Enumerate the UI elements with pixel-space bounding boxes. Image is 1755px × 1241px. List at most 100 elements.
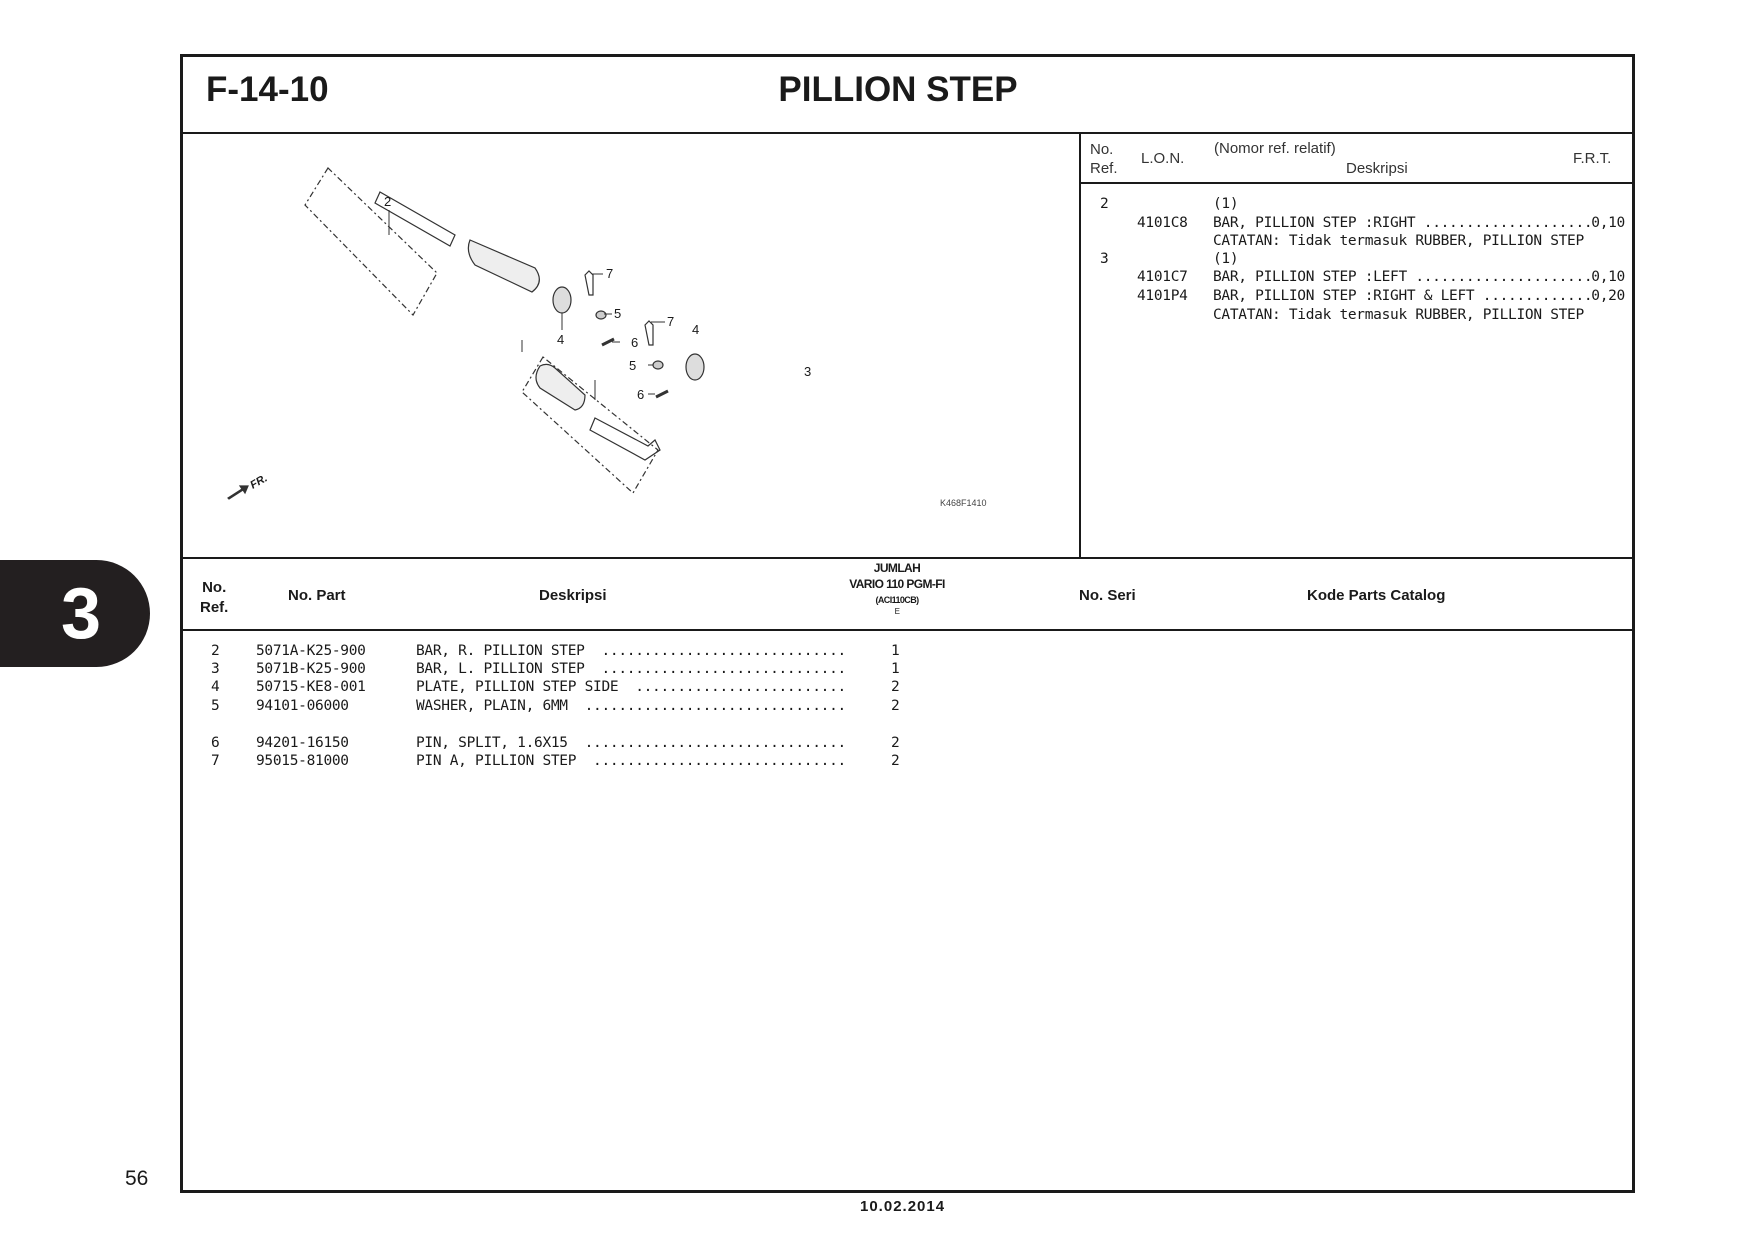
callout: 7	[606, 266, 614, 281]
leader-dots: ........................................…	[601, 643, 846, 659]
frt-header-ref: No.Ref.	[1090, 141, 1118, 177]
frt-lon: 4101C7	[1137, 269, 1188, 285]
parts-row: 6 94201-16150 PIN, SPLIT, 1.6X15 .......…	[200, 735, 1200, 753]
callout: 5	[629, 358, 637, 373]
parts-row: 7 95015-81000 PIN A, PILLION STEP ......…	[200, 753, 1200, 771]
parts-header-catalog: Kode Parts Catalog	[1307, 587, 1446, 604]
part-number: 94201-16150	[256, 735, 349, 751]
frt-header-lon: L.O.N.	[1141, 150, 1185, 167]
frt-desc: CATATAN: Tidak termasuk RUBBER, PILLION …	[1213, 307, 1584, 323]
assembly-outline-left	[521, 356, 659, 494]
leader-dots: ........................................…	[635, 679, 846, 695]
callout: 6	[631, 335, 639, 350]
frt-value: 0,10	[1591, 215, 1625, 231]
part-qty: 1	[891, 643, 900, 659]
callout: 7	[667, 314, 675, 329]
part-ref: 2	[211, 643, 220, 659]
page-number: 56	[125, 1167, 149, 1190]
frt-lon: 4101P4	[1137, 288, 1188, 304]
part-ref: 3	[211, 661, 220, 677]
part-desc: WASHER, PLAIN, 6MM	[416, 698, 568, 714]
part-desc: BAR, R. PILLION STEP	[416, 643, 585, 659]
callout: 3	[804, 364, 812, 379]
parts-header-serial: No. Seri	[1079, 587, 1136, 604]
callout: 2	[384, 194, 392, 209]
split-pin	[655, 389, 669, 399]
callout: 6	[637, 387, 645, 402]
bar-left	[589, 417, 661, 461]
pin-a	[584, 270, 594, 296]
part-number: 95015-81000	[256, 753, 349, 769]
frt-desc: BAR, PILLION STEP :RIGHT & LEFT	[1213, 288, 1475, 304]
frt-ref: 3	[1100, 251, 1109, 267]
frt-row: 4101C7 BAR, PILLION STEP :LEFT .........…	[1100, 269, 1630, 287]
frt-desc: BAR, PILLION STEP :LEFT	[1213, 269, 1407, 285]
leader-dots: ........................................…	[584, 735, 846, 751]
part-qty: 1	[891, 661, 900, 677]
part-desc: BAR, L. PILLION STEP	[416, 661, 585, 677]
part-qty: 2	[891, 753, 900, 769]
washer	[652, 360, 664, 370]
leader-dots: ........................................…	[601, 661, 846, 677]
frt-value: 0,10	[1591, 269, 1625, 285]
washer	[595, 310, 607, 320]
leader-dots: ........................................…	[593, 753, 846, 769]
part-qty: 2	[891, 735, 900, 751]
parts-header-qty: JUMLAH VARIO 110 PGM-FI (ACI110CB) E	[849, 561, 945, 616]
parts-row: 5 94101-06000 WASHER, PLAIN, 6MM .......…	[200, 698, 1200, 716]
parts-header-part: No. Part	[288, 587, 346, 604]
part-ref: 6	[211, 735, 220, 751]
frt-header-desc-note: (Nomor ref. relatif)	[1214, 140, 1336, 157]
part-ref: 4	[211, 679, 220, 695]
frt-ref: 2	[1100, 196, 1109, 212]
section-tab: 3	[0, 560, 150, 667]
frt-row: CATATAN: Tidak termasuk RUBBER, PILLION …	[1100, 307, 1630, 325]
plate-side	[685, 353, 705, 381]
part-qty: 2	[891, 698, 900, 714]
leader-dots: ........................................…	[584, 698, 846, 714]
frt-desc: CATATAN: Tidak termasuk RUBBER, PILLION …	[1213, 233, 1584, 249]
part-ref: 7	[211, 753, 220, 769]
front-arrow-icon	[227, 485, 249, 500]
bar-right	[374, 191, 456, 247]
leader-dots: ........................................…	[1423, 215, 1592, 231]
frt-value: 0,20	[1591, 288, 1625, 304]
frt-header-desc: Deskripsi	[1346, 160, 1408, 177]
divider	[180, 132, 1635, 134]
parts-row: 3 5071B-K25-900 BAR, L. PILLION STEP ...…	[200, 661, 1200, 679]
frt-desc: BAR, PILLION STEP :RIGHT	[1213, 215, 1416, 231]
rubber-right	[467, 239, 540, 293]
catalog-frame	[180, 54, 1635, 1193]
part-ref: 5	[211, 698, 220, 714]
part-number: 5071A-K25-900	[256, 643, 366, 659]
leader-dots: ........................................…	[1415, 269, 1591, 285]
part-number: 5071B-K25-900	[256, 661, 366, 677]
frt-desc: (1)	[1213, 251, 1239, 267]
part-desc: PLATE, PILLION STEP SIDE	[416, 679, 619, 695]
page-title: PILLION STEP	[778, 70, 1018, 109]
callout: 4	[692, 322, 700, 337]
part-desc: PIN, SPLIT, 1.6X15	[416, 735, 568, 751]
split-pin	[601, 337, 615, 347]
plate-side	[552, 286, 572, 314]
part-qty: 2	[891, 679, 900, 695]
diagram-code: K468F1410	[940, 498, 987, 508]
date: 10.02.2014	[860, 1198, 946, 1215]
callout: 4	[557, 332, 565, 347]
frt-row: 3 (1)	[1100, 251, 1630, 269]
frt-lon: 4101C8	[1137, 215, 1188, 231]
parts-header-desc: Deskripsi	[539, 587, 607, 604]
parts-row: 2 5071A-K25-900 BAR, R. PILLION STEP ...…	[200, 643, 1200, 661]
divider	[180, 629, 1635, 631]
frt-row: 4101P4 BAR, PILLION STEP :RIGHT & LEFT .…	[1100, 288, 1630, 306]
rubber-left	[535, 363, 586, 411]
pin-a	[644, 320, 654, 346]
callout: 5	[614, 306, 622, 321]
divider	[1079, 132, 1081, 559]
section-code: F-14-10	[206, 70, 329, 109]
frt-row: CATATAN: Tidak termasuk RUBBER, PILLION …	[1100, 233, 1630, 251]
part-desc: PIN A, PILLION STEP	[416, 753, 577, 769]
divider	[180, 557, 1635, 559]
frt-row: 4101C8 BAR, PILLION STEP :RIGHT ........…	[1100, 215, 1630, 233]
leader-dots: ........................................…	[1482, 288, 1592, 304]
